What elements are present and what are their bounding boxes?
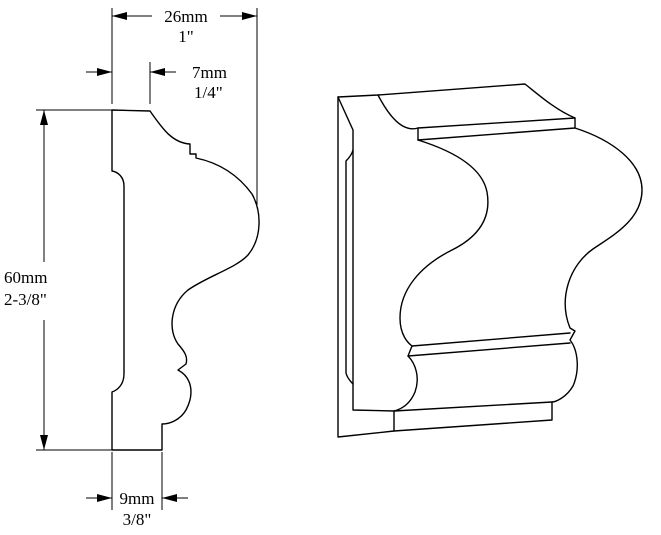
height-imperial: 2-3/8" [4, 290, 47, 309]
top-step-imperial: 1/4" [194, 83, 223, 102]
bottom-step-imperial: 3/8" [123, 510, 152, 529]
overall-depth-metric: 26mm [164, 7, 207, 26]
top-step-metric: 7mm [192, 63, 227, 82]
molding-perspective [337, 83, 643, 438]
dimension-lines [36, 8, 258, 510]
height-metric: 60mm [4, 268, 47, 287]
dimension-labels: 26mm 1" 7mm 1/4" 60mm 2-3/8" 9mm 3/8" [4, 7, 227, 529]
molding-profile [111, 109, 260, 451]
overall-depth-imperial: 1" [178, 27, 193, 46]
bottom-step-metric: 9mm [120, 489, 155, 508]
